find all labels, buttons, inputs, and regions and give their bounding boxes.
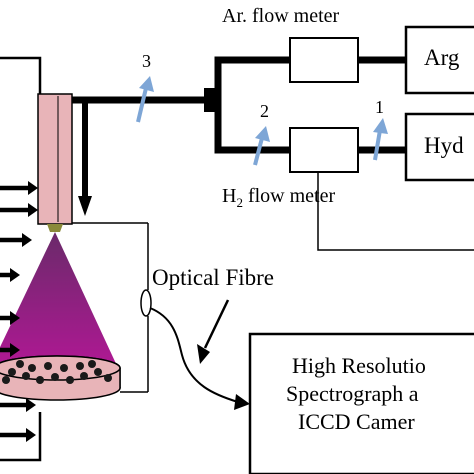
left-frame-lines	[0, 56, 42, 462]
hydrogen-tank-label: Hyd	[424, 133, 464, 158]
h2-flow-meter-label-sub: 2	[236, 195, 243, 210]
argon-tank-label: Arg	[424, 45, 460, 70]
gas-junction	[204, 88, 218, 112]
spectrograph-line-2: Spectrograph a	[286, 381, 419, 406]
hydrogen-tank-box	[404, 112, 474, 182]
ar-flow-meter-box	[289, 37, 359, 83]
point-3-label: 3	[142, 51, 151, 71]
point-1-label: 1	[375, 97, 384, 117]
fibre-connector	[140, 289, 152, 317]
h2-flow-meter-box	[289, 127, 359, 173]
argon-tank-box	[404, 25, 474, 95]
spectrograph-text: High Resolutio Spectrograph a ICCD Camer	[276, 352, 474, 436]
h2-flow-meter-label-suffix: flow meter	[242, 185, 336, 207]
fibre-pointer-arrowhead	[197, 344, 210, 364]
side-arrowheads	[10, 181, 38, 442]
ar-flow-meter-label: Ar. flow meter	[222, 5, 340, 27]
optical-fibre-arrowhead	[234, 394, 250, 410]
fibre-pointer-line	[203, 299, 230, 349]
gas-feed-arrowhead	[78, 196, 92, 216]
substrate	[0, 355, 121, 401]
spectrograph-line-1: High Resolutio	[292, 353, 426, 378]
substrate-particles	[2, 360, 112, 384]
torch-frame-lines	[72, 222, 149, 393]
h2-bypass-line	[317, 150, 474, 251]
probe-arrows	[136, 76, 388, 166]
optical-fibre-label: Optical Fibre	[152, 265, 274, 290]
torch-body	[37, 93, 73, 225]
spectrograph-box	[248, 332, 474, 474]
h2-flow-meter-label-prefix: H	[222, 185, 237, 207]
torch-nozzle	[47, 224, 63, 232]
h2-flow-meter-label: H2 flow meter	[222, 186, 335, 209]
optical-fibre-line	[149, 307, 239, 403]
spectrograph-line-3: ICCD Camer	[298, 409, 415, 434]
plasma-plume	[0, 232, 118, 368]
side-arrows	[0, 185, 28, 438]
gas-lines	[68, 56, 410, 154]
point-2-label: 2	[260, 101, 269, 121]
